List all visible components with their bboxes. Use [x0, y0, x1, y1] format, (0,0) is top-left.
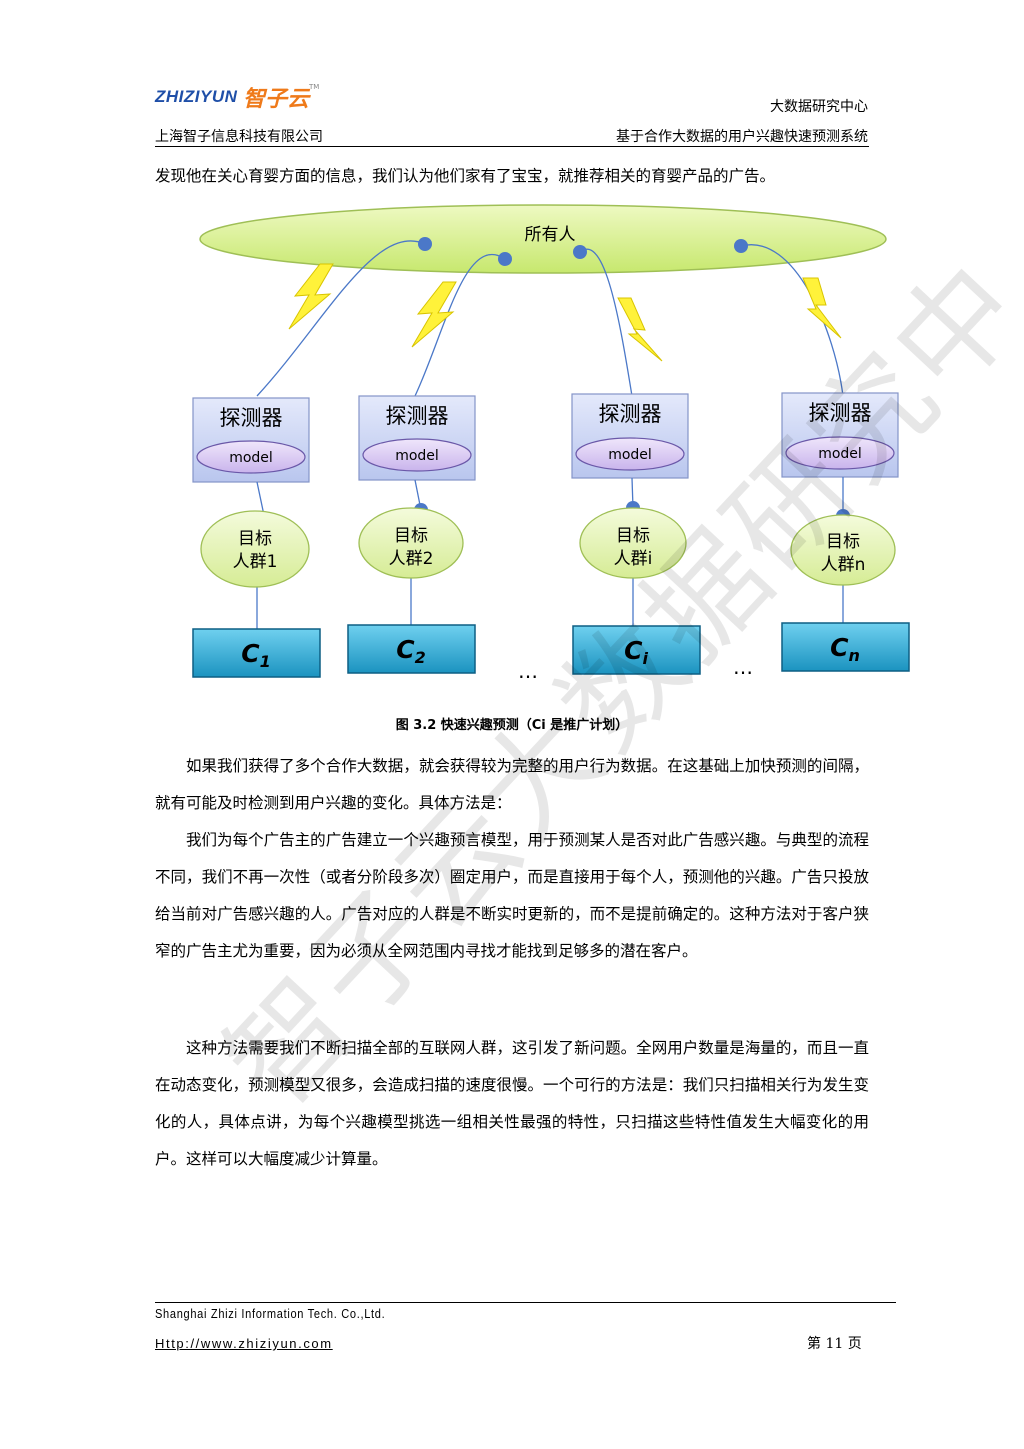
figure-caption: 图 3.2 快速兴趣预测（Ci 是推广计划） — [395, 718, 629, 733]
header-rule — [155, 146, 869, 147]
model-label: model — [229, 450, 273, 466]
target-group-line1: 目标 — [394, 526, 428, 546]
page-number: 第 11 页 — [807, 1336, 862, 1352]
body-paragraph: 这种方法需要我们不断扫描全部的互联网人群，这引发了新问题。全网用户数量是海量的，… — [155, 1039, 869, 1168]
detector-label: 探测器 — [809, 401, 872, 425]
connector-dot — [498, 252, 512, 266]
connector-line — [579, 248, 633, 397]
header-company: 上海智子信息科技有限公司 — [155, 129, 323, 145]
header-document-title: 基于合作大数据的用户兴趣快速预测系统 — [616, 129, 868, 145]
all-people-ellipse — [199, 204, 887, 274]
campaign-box: C2 — [347, 624, 476, 674]
lightning-bolt-icon — [617, 297, 663, 362]
model-label: model — [608, 447, 652, 463]
connector-dot — [734, 239, 748, 253]
ellipsis-marker: … — [733, 655, 753, 679]
model-label: model — [818, 446, 862, 462]
all-people-label: 所有人 — [525, 225, 576, 245]
footer-website-link[interactable]: Http://www.zhiziyun.com — [155, 1336, 333, 1351]
target-group-line2: 人群1 — [233, 552, 278, 572]
target-group: 目标 人群n — [790, 514, 896, 586]
detector-box: 探测器 model — [192, 397, 310, 483]
target-group-line2: 人群n — [821, 555, 866, 575]
footer-rule — [155, 1302, 896, 1303]
detector-box: 探测器 model — [571, 393, 689, 479]
lightning-bolt-icon — [802, 277, 842, 339]
body-paragraph: 我们为每个广告主的广告建立一个兴趣预言模型，用于预测某人是否对此广告感兴趣。与典… — [155, 831, 869, 960]
campaign-box: C1 — [192, 628, 321, 678]
target-group: 目标 人群1 — [200, 510, 310, 588]
logo-chinese-name: 智子云 — [243, 87, 310, 112]
logo-trademark: TM — [309, 83, 320, 91]
connector-dot — [573, 245, 587, 259]
intro-paragraph: 发现他在关心育婴方面的信息，我们认为他们家有了宝宝，就推荐相关的育婴产品的广告。 — [155, 167, 776, 185]
target-group-line1: 目标 — [826, 532, 860, 552]
header-department: 大数据研究中心 — [770, 99, 868, 115]
campaign-box: Ci — [572, 625, 701, 675]
connector-line — [256, 240, 426, 397]
connector-line — [414, 253, 506, 397]
detector-label: 探测器 — [599, 402, 662, 426]
lightning-bolt-icon — [411, 281, 457, 348]
campaign-label: Ci — [624, 636, 648, 668]
campaign-label: C1 — [241, 639, 271, 671]
body-paragraph: 如果我们获得了多个合作大数据，就会获得较为完整的用户行为数据。在这基础上加快预测… — [155, 757, 869, 812]
campaign-label: Cn — [830, 633, 860, 665]
detector-box: 探测器 model — [781, 392, 899, 478]
ellipsis-marker: … — [518, 659, 538, 683]
campaign-box: Cn — [781, 622, 910, 672]
target-group-line2: 人群i — [614, 549, 653, 569]
detector-label: 探测器 — [220, 406, 283, 430]
connector-dot — [418, 237, 432, 251]
footer-company-english: Shanghai Zhizi Information Tech. Co.,Ltd… — [155, 1306, 386, 1321]
target-group-line1: 目标 — [238, 529, 272, 549]
model-label: model — [395, 448, 439, 464]
company-logo: ZHIZIYUN 智子云 TM — [155, 83, 325, 113]
detector-box: 探测器 model — [358, 395, 476, 481]
target-group-line2: 人群2 — [389, 549, 434, 569]
lightning-bolt-icon — [288, 263, 334, 330]
logo-wordmark: ZHIZIYUN — [155, 87, 238, 106]
campaign-label: C2 — [396, 635, 426, 667]
target-group: 目标 人群i — [579, 507, 687, 579]
detector-label: 探测器 — [386, 404, 449, 428]
interest-prediction-diagram: 所有人 探测器 model 探测器 model 探测器 model 探测器 mo… — [192, 204, 910, 683]
target-group-line1: 目标 — [616, 526, 650, 546]
target-group: 目标 人群2 — [358, 507, 464, 579]
